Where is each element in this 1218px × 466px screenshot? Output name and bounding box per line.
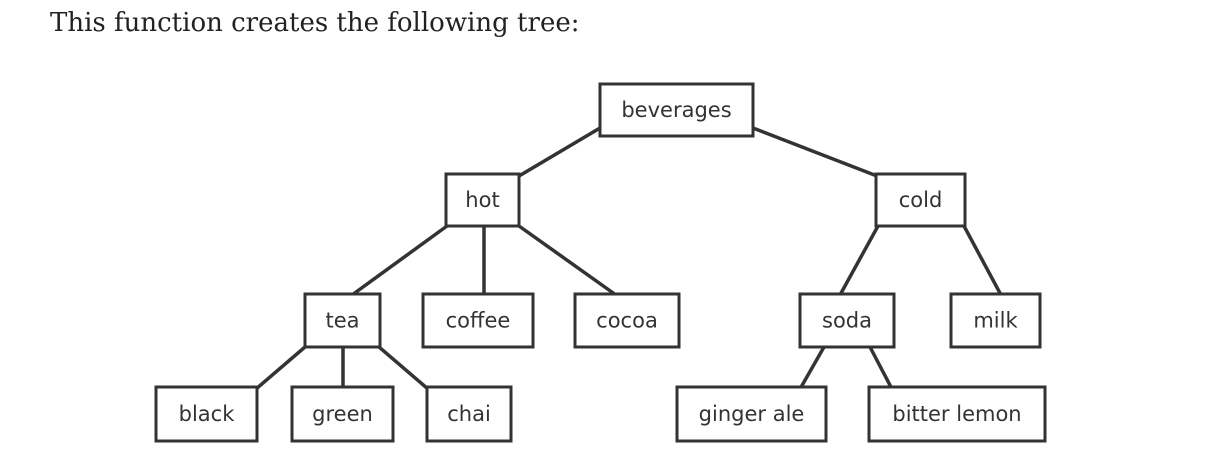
node-label: cocoa: [596, 309, 658, 333]
node-coffee: coffee: [421, 292, 535, 349]
node-label: ginger ale: [699, 402, 805, 426]
node-chai: chai: [425, 385, 513, 443]
node-green: green: [290, 385, 395, 443]
node-label: black: [179, 402, 236, 426]
edge-tea-black: [254, 345, 307, 391]
edge-beverages-hot: [518, 126, 601, 178]
edge-cold-soda: [838, 225, 880, 296]
edge-beverages-cold: [752, 126, 878, 178]
node-soda: soda: [798, 292, 896, 349]
node-label: green: [312, 402, 373, 426]
node-tea: tea: [303, 292, 382, 349]
node-hot: hot: [444, 172, 521, 228]
edge-cold-milk: [962, 225, 1003, 296]
node-label: soda: [822, 309, 872, 333]
node-label: tea: [325, 309, 359, 333]
node-label: hot: [465, 188, 499, 212]
node-ginger-ale: ginger ale: [675, 385, 828, 443]
edge-hot-cocoa: [517, 224, 618, 297]
node-label: milk: [973, 309, 1018, 333]
edges: [254, 126, 1003, 391]
node-label: cold: [899, 188, 943, 212]
node-milk: milk: [949, 292, 1042, 349]
node-label: chai: [447, 402, 491, 426]
node-cocoa: cocoa: [573, 292, 681, 349]
node-black: black: [154, 385, 259, 443]
node-bitter-lemon: bitter lemon: [867, 385, 1047, 443]
edge-hot-tea: [350, 224, 449, 297]
edge-soda-ginger_ale: [798, 346, 826, 390]
node-beverages: beverages: [598, 82, 755, 138]
intro-text: This function creates the following tree…: [50, 8, 580, 38]
edge-soda-bitter_lemon: [868, 346, 894, 390]
node-cold: cold: [874, 172, 967, 228]
node-label: coffee: [446, 309, 511, 333]
edge-tea-chai: [377, 345, 430, 391]
node-label: beverages: [621, 98, 731, 122]
node-label: bitter lemon: [892, 402, 1021, 426]
